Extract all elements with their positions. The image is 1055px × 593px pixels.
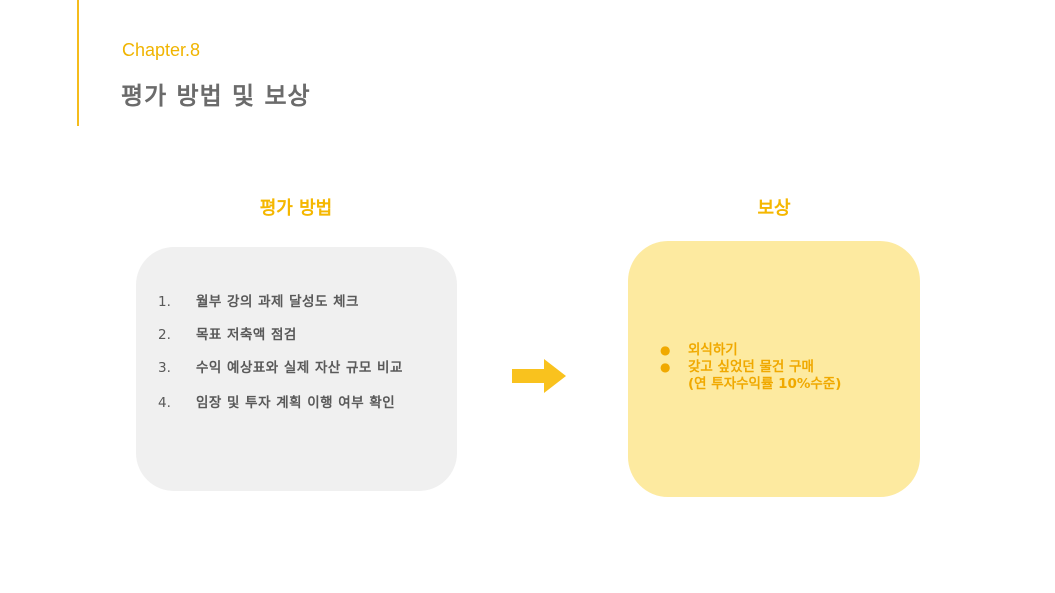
item-number: 3. bbox=[158, 360, 171, 376]
evaluation-title: 평가 방법 bbox=[259, 198, 333, 219]
bullet-icon: ● bbox=[660, 343, 671, 357]
reward-box bbox=[628, 241, 920, 497]
list-item: ● 갖고 싶었던 물건 구매 (연 투자수익률 10%수준) bbox=[660, 359, 910, 393]
reward-list: ● 외식하기 ● 갖고 싶었던 물건 구매 (연 투자수익률 10%수준) bbox=[660, 342, 910, 393]
item-text: 외식하기 bbox=[688, 342, 738, 358]
chapter-label: Chapter.8 bbox=[122, 40, 201, 60]
item-text: 수익 예상표와 실제 자산 규모 비교 bbox=[196, 360, 403, 376]
evaluation-box bbox=[136, 247, 457, 491]
list-item: ● 외식하기 bbox=[660, 342, 910, 359]
item-number: 1. bbox=[158, 294, 171, 310]
item-text: 목표 저축액 점검 bbox=[196, 327, 297, 343]
reward-title: 보상 bbox=[757, 198, 791, 219]
item-text: 갖고 싶었던 물건 구매 (연 투자수익률 10%수준) bbox=[688, 359, 842, 392]
item-number: 2. bbox=[158, 327, 171, 343]
item-number: 4. bbox=[158, 395, 171, 411]
item-text: 임장 및 투자 계획 이행 여부 확인 bbox=[196, 395, 396, 411]
list-item: 1. 월부 강의 과제 달성도 체크 bbox=[158, 294, 448, 311]
list-item: 3. 수익 예상표와 실제 자산 규모 비교 bbox=[158, 360, 448, 377]
list-item: 2. 목표 저축액 점검 bbox=[158, 327, 448, 344]
bullet-icon: ● bbox=[660, 360, 671, 374]
right-arrow-icon bbox=[512, 359, 566, 393]
accent-bar bbox=[77, 0, 79, 126]
list-item: 4. 임장 및 투자 계획 이행 여부 확인 bbox=[158, 395, 448, 412]
page-title: 평가 방법 및 보상 bbox=[121, 82, 311, 110]
item-text: 월부 강의 과제 달성도 체크 bbox=[196, 294, 359, 310]
evaluation-list: 1. 월부 강의 과제 달성도 체크 2. 목표 저축액 점검 3. 수익 예상… bbox=[158, 294, 448, 428]
